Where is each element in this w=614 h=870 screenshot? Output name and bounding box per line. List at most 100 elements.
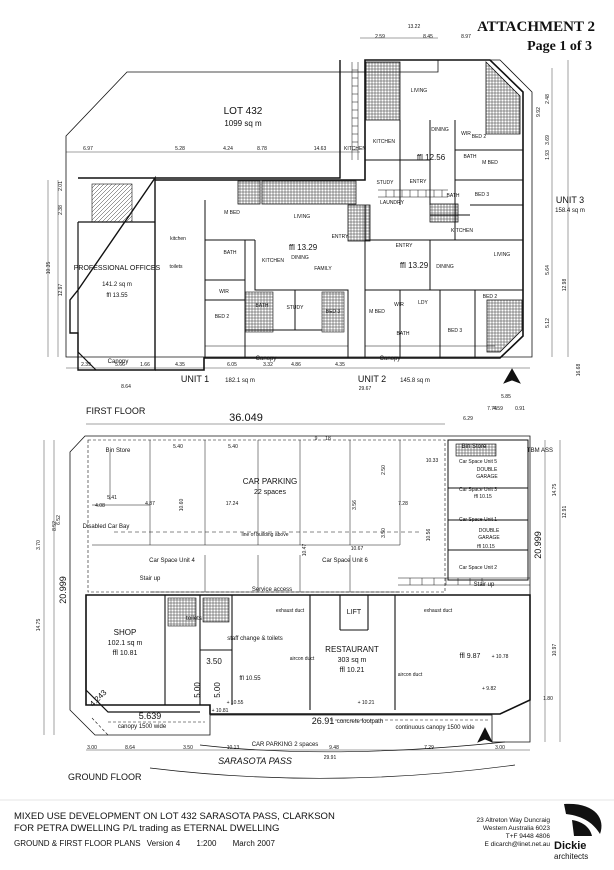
unit1-label: UNIT 1 bbox=[181, 374, 209, 384]
street-name: SARASOTA PASS bbox=[218, 756, 292, 766]
room-label: M BED bbox=[224, 210, 240, 216]
email: E dicarch@linet.net.au bbox=[484, 841, 551, 848]
unit3-label: UNIT 3 bbox=[556, 195, 584, 205]
address-line-1: 23 Altreton Way Duncraig bbox=[476, 817, 550, 824]
stair-up-west: Stair up bbox=[140, 576, 161, 582]
room-label: BATH bbox=[464, 154, 477, 160]
dimension-label: 12.91 bbox=[562, 506, 568, 519]
dimension-label: 26.91 bbox=[312, 716, 335, 726]
dimension-label: 14.63 bbox=[314, 146, 327, 152]
stair-up-east: Stair up bbox=[474, 582, 495, 588]
dimension-label: 4.59 bbox=[493, 406, 503, 412]
dimension-label: 6.52 bbox=[56, 515, 62, 525]
room-label: STUDY bbox=[377, 180, 395, 186]
dimension-label: 3.00 bbox=[87, 745, 97, 751]
bin-store-east: Bin Store bbox=[462, 444, 487, 450]
room-label: BED 2 bbox=[483, 294, 498, 300]
room-label: LAUNDRY bbox=[380, 200, 404, 206]
room-label: STUDY bbox=[287, 305, 305, 311]
dimension-label: 10.97 bbox=[552, 644, 558, 657]
car-space-label: Car Space Unit 5 bbox=[459, 459, 497, 465]
title-line-3: GROUND & FIRST FLOOR PLANS Version 4 1:2… bbox=[14, 837, 444, 851]
room-label: LIVING bbox=[494, 252, 511, 258]
dimension-label: 9.92 bbox=[536, 107, 542, 117]
room-label: KITCHEN bbox=[373, 139, 395, 145]
room-label: BATH bbox=[447, 193, 460, 199]
title-line-2: FOR PETRA DWELLING P/L trading as ETERNA… bbox=[14, 823, 280, 834]
dimension-label: 3.50 bbox=[381, 528, 387, 538]
concrete-footpath: concrete footpath bbox=[337, 719, 383, 725]
room-label: KITCHEN bbox=[344, 146, 366, 152]
aircon-duct-west: aircon duct bbox=[290, 656, 315, 662]
dimension-label: 2.59 bbox=[375, 34, 385, 40]
address-line-2: Western Australia 6023 bbox=[482, 825, 550, 832]
dimension-label: 14.75 bbox=[552, 484, 558, 497]
aircon-duct-east: aircon duct bbox=[398, 672, 423, 678]
dimension-label: 3.00 bbox=[495, 745, 505, 751]
ffl-unit1: ffl 13.29 bbox=[289, 243, 318, 252]
staff-change-label: staff change & toilets bbox=[227, 636, 283, 642]
room-label: DINING bbox=[436, 264, 454, 270]
canopy-east: continuous canopy 1500 wide bbox=[395, 725, 475, 731]
north-arrow-icon bbox=[477, 368, 521, 743]
dimension-label: 29.67 bbox=[359, 386, 372, 392]
room-label: ENTRY bbox=[396, 243, 414, 249]
room-label: WIR bbox=[219, 289, 229, 295]
ground-floor-title: GROUND FLOOR bbox=[68, 772, 142, 782]
offices-ffl: ffl 13.55 bbox=[106, 293, 128, 299]
version: Version 4 bbox=[146, 839, 181, 848]
dimension-label: 10.67 bbox=[351, 546, 364, 552]
tbm-label: TBM ASS bbox=[527, 448, 553, 454]
dimension-label: 3.56 bbox=[352, 500, 358, 510]
page-number: Page 1 of 3 bbox=[527, 39, 592, 54]
dimension-label: 8.64 bbox=[125, 745, 135, 751]
disabled-bay: Disabled Car Bay bbox=[83, 524, 130, 530]
room-label: FAMILY bbox=[314, 266, 332, 272]
dimension-label: 5.40 bbox=[228, 444, 238, 450]
room-label: WIR bbox=[461, 131, 471, 137]
bin-store-west: Bin Store bbox=[106, 448, 131, 454]
dimension-label: 6.05 bbox=[227, 362, 237, 368]
room-label: BATH bbox=[224, 250, 237, 256]
room-label: M BED bbox=[482, 160, 498, 166]
room-label: BED 3 bbox=[448, 328, 463, 334]
dimension-label: 9 bbox=[315, 436, 318, 442]
dimension-label: 14.75 bbox=[36, 619, 42, 632]
dimension-label: 5.41 bbox=[107, 495, 117, 501]
exhaust-duct-west: exhaust duct bbox=[276, 608, 305, 614]
canopy-label-office: Canopy bbox=[108, 359, 129, 365]
car-space-unit4: Car Space Unit 4 bbox=[149, 558, 195, 564]
dimension-label: 0.91 bbox=[515, 406, 525, 412]
offices-area: 141.2 sq m bbox=[102, 282, 132, 288]
car-parking-title: CAR PARKING bbox=[243, 477, 298, 486]
dimension-label: 8.52 bbox=[52, 521, 58, 531]
ffl-east: ffl 9.87 bbox=[460, 653, 481, 660]
dimension-label: 4.87 bbox=[145, 501, 155, 507]
dimension-label: 2.38 bbox=[58, 205, 64, 215]
staff-ffl: ffl 10.55 bbox=[239, 676, 261, 682]
line-building-above: line of building above bbox=[242, 532, 289, 538]
room-label: BATH bbox=[397, 331, 410, 337]
dimension-label: 5.639 bbox=[139, 711, 162, 721]
car-space-label: DOUBLE bbox=[479, 528, 500, 534]
room-label: kitchen bbox=[170, 236, 186, 242]
dimension-label: 10.33 bbox=[426, 458, 439, 464]
dimension-label: 13.22 bbox=[408, 24, 421, 30]
room-label: DINING bbox=[291, 255, 309, 261]
dimension-label: 5.00 bbox=[213, 682, 222, 698]
unit3-area: 158.4 sq m bbox=[555, 208, 585, 214]
dimension-label: 18 bbox=[325, 436, 331, 442]
lift-label: LIFT bbox=[347, 609, 362, 616]
architect-logo: Dickie architects bbox=[554, 800, 610, 861]
dimension-label: 2.01 bbox=[58, 181, 64, 191]
car-space-label: Car Space Unit 1 bbox=[459, 517, 497, 523]
dimension-label: 10.35 bbox=[46, 262, 52, 275]
car-space-label: ffl 10.15 bbox=[477, 544, 495, 550]
drawing-name: GROUND & FIRST FLOOR PLANS bbox=[14, 839, 141, 848]
dimension-label: 3.70 bbox=[36, 540, 42, 550]
car-space-label: ffl 10.15 bbox=[474, 494, 492, 500]
dimension-label: 3.69 bbox=[545, 135, 551, 145]
